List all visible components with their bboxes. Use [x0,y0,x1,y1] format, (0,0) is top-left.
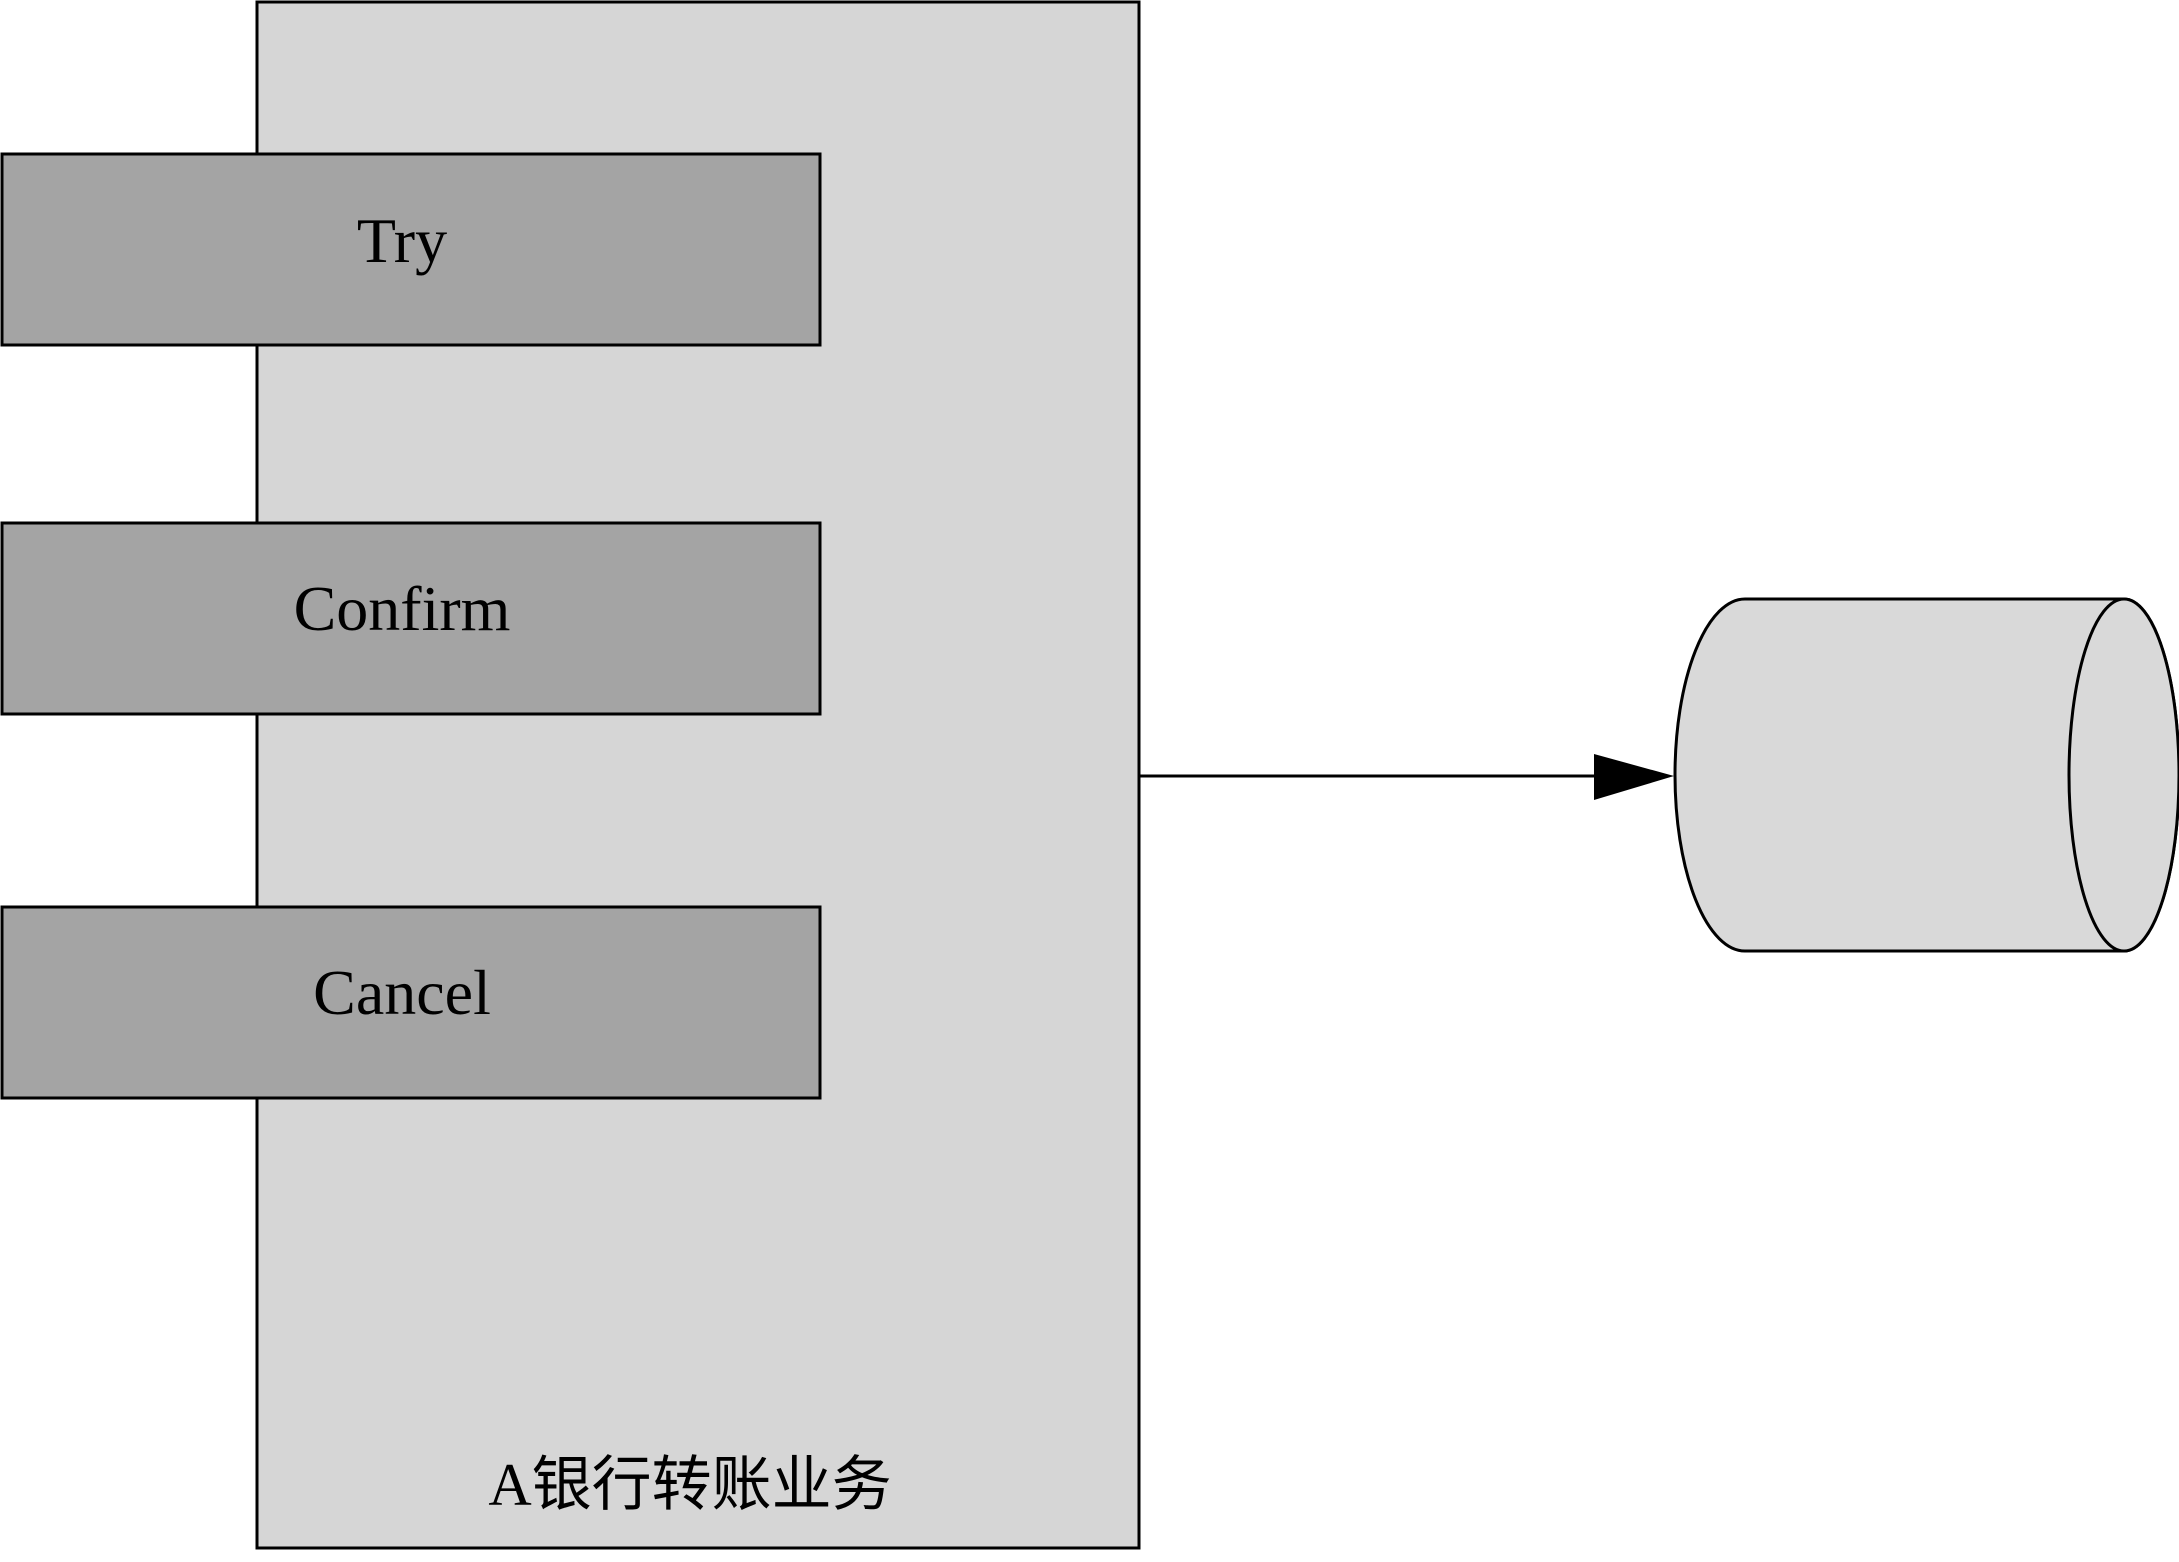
arrow-right-icon [1139,754,1674,800]
operation-confirm-box [0,521,822,716]
operation-confirm: Confirm [0,521,822,716]
operation-try-label: Try [357,205,447,276]
database-end-cap [2067,597,2179,953]
connector-arrowhead [1594,754,1674,800]
operation-try-box [0,152,822,347]
operation-cancel-box [0,905,822,1100]
operation-cancel: Cancel [0,905,822,1100]
operation-try: Try [0,152,822,347]
operation-confirm-label: Confirm [294,573,511,644]
operation-cancel-label: Cancel [313,957,491,1028]
service-label: A银行转账业务 [488,1452,891,1518]
database-cylinder-icon [1673,597,2179,953]
